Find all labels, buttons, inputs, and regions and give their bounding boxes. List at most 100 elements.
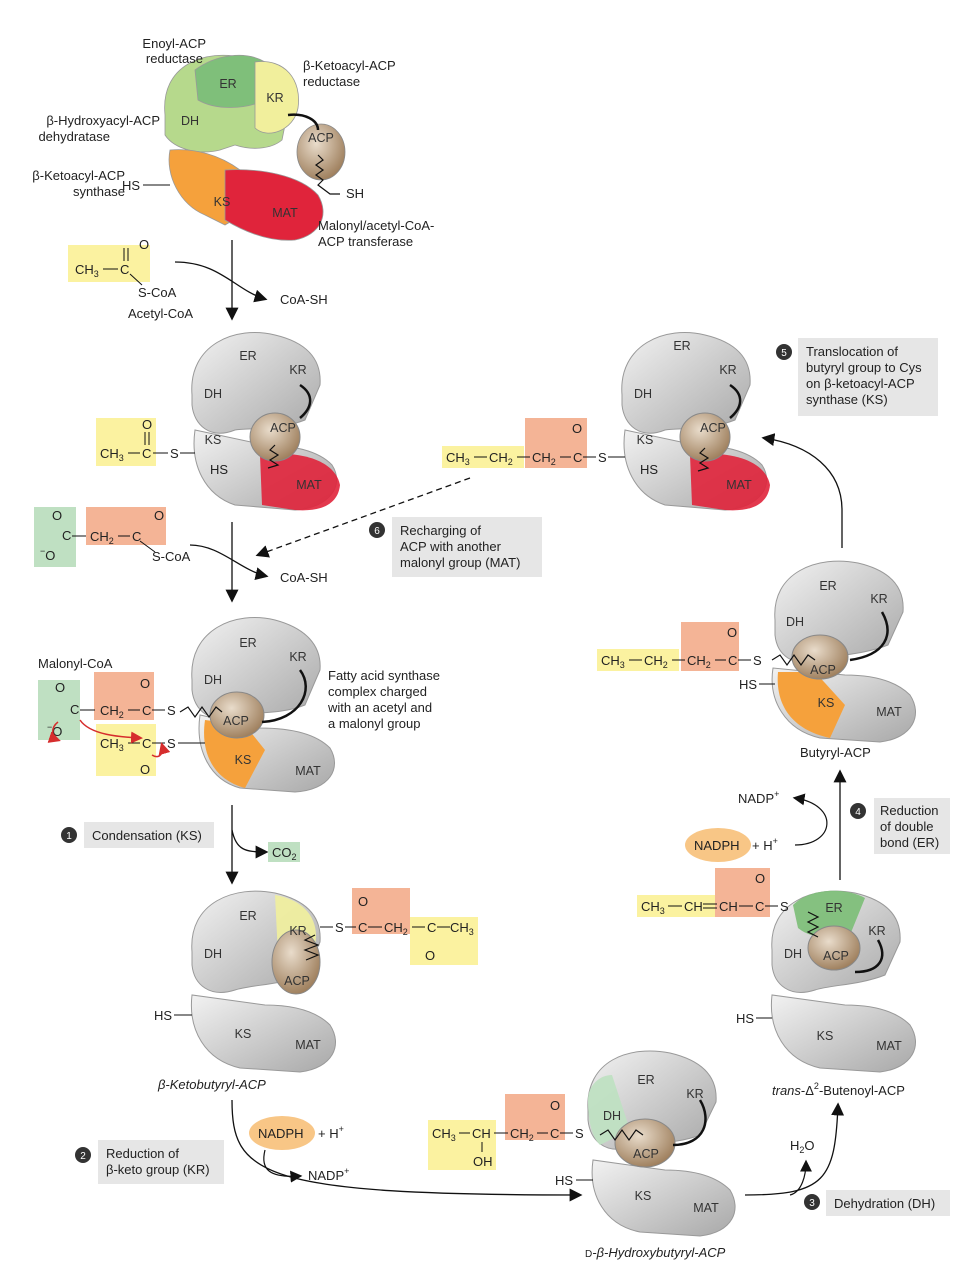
mal-o-top: O [52, 508, 62, 523]
domain-mat-label: MAT [272, 206, 298, 220]
step-4-line-2: of double [880, 819, 934, 834]
h-plus-1: + H+ [318, 1124, 344, 1141]
e4-o2: O [425, 948, 435, 963]
e8-ch2a: CH2 [489, 450, 513, 467]
e4-kr: KR [289, 924, 306, 938]
mal-o2: O [154, 508, 164, 523]
e7-kr: KR [870, 592, 887, 606]
step-2: NADPH + H+ NADP+ 2 Reduction of β-keto g… [75, 1099, 583, 1202]
acetyl-coa-entry: CH3 C O S-CoA Acetyl-CoA CoA-SH [68, 237, 328, 321]
step-5: 5 Translocation of butyryl group to Cys … [776, 338, 938, 416]
e8-dh: DH [634, 387, 652, 401]
mal-scoa: S-CoA [152, 549, 191, 564]
e6-ch3: CH3 [641, 899, 665, 916]
step-1: CO2 1 Condensation (KS) [61, 805, 300, 885]
e5-oh: OH [473, 1154, 493, 1169]
step-5-line-3: on β-ketoacyl-ACP [806, 376, 915, 391]
nadp-1: NADP+ [308, 1166, 349, 1183]
e8-s: S [598, 450, 607, 465]
step-1-label: Condensation (KS) [92, 828, 202, 843]
e8-acp: ACP [700, 421, 726, 435]
e7-hs: HS [739, 677, 757, 692]
e8-kr: KR [719, 363, 736, 377]
e2-er: ER [239, 349, 256, 363]
dh-name-2: dehydratase [38, 129, 110, 144]
e3-s1: S [167, 703, 176, 718]
e3-o1: O [55, 680, 65, 695]
step-4-num: 4 [855, 807, 861, 818]
e4-dh: DH [204, 947, 222, 961]
h-plus-2: + H+ [752, 836, 778, 853]
e5-o: O [550, 1098, 560, 1113]
butenoyl-label: trans-Δ2-Butenoyl-ACP [772, 1081, 905, 1098]
e6-ch2: CH [719, 899, 738, 914]
step-3-label: Dehydration (DH) [834, 1196, 935, 1211]
e5-c: C [550, 1126, 559, 1141]
nadp-2: NADP+ [738, 789, 779, 806]
coa-sh-label-2: CoA-SH [280, 570, 328, 585]
e5-kr: KR [686, 1087, 703, 1101]
e7-ch2a: CH2 [644, 653, 668, 670]
domain-ks-label: KS [214, 195, 231, 209]
ks-name-2: synthase [73, 184, 125, 199]
step-4-line-1: Reduction [880, 803, 939, 818]
e2-kr: KR [289, 363, 306, 377]
e3-ch3: CH3 [100, 736, 124, 753]
e3-c1: C [70, 702, 79, 717]
e4-mat: MAT [295, 1038, 321, 1052]
e5-ks: KS [635, 1189, 652, 1203]
e8-hs: HS [640, 462, 658, 477]
e5-ch2: CH2 [510, 1126, 534, 1143]
e6-c: C [755, 899, 764, 914]
e7-ch2b: CH2 [687, 653, 711, 670]
e4-ks: KS [235, 1027, 252, 1041]
e8-mat: MAT [726, 478, 752, 492]
butyryl-label: Butyryl-ACP [800, 745, 871, 760]
enzyme-hydroxybutyryl: ER KR DH ACP KS MAT HS CH3 CH OH CH2 C O… [428, 1050, 736, 1260]
step-2-line-1: Reduction of [106, 1146, 179, 1161]
e8-ks: KS [637, 433, 654, 447]
e4-acp: ACP [284, 974, 310, 988]
e2-ch3: CH3 [100, 446, 124, 463]
mal-c1: C [62, 528, 71, 543]
step-1-num: 1 [66, 831, 72, 842]
e8-o: O [572, 421, 582, 436]
e3-ks: KS [235, 753, 252, 767]
e3-acp: ACP [223, 714, 249, 728]
e4-hs: HS [154, 1008, 172, 1023]
e5-er: ER [637, 1073, 654, 1087]
e2-mat: MAT [296, 478, 322, 492]
acetyl-c: C [120, 262, 129, 277]
e3-er: ER [239, 636, 256, 650]
e6-dh: DH [784, 947, 802, 961]
e4-ch2: CH2 [384, 920, 408, 937]
e5-ch3: CH3 [432, 1126, 456, 1143]
e7-o: O [727, 625, 737, 640]
e6-ks: KS [817, 1029, 834, 1043]
e3-o2: O [140, 676, 150, 691]
e5-hs: HS [555, 1173, 573, 1188]
nadph-1: NADPH [258, 1126, 304, 1141]
e8-c: C [573, 450, 582, 465]
enzyme-ketobutyryl: ER KR DH ACP KS MAT HS S C O CH2 C O CH3… [154, 888, 478, 1092]
e3-c2: C [142, 703, 151, 718]
e2-c: C [142, 446, 151, 461]
mat-name-1: Malonyl/acetyl-CoA- [318, 218, 434, 233]
malonyl-coa-entry: O C −O CH2 C O S-CoA CoA-SH [34, 477, 471, 603]
e2-o: O [142, 417, 152, 432]
step-4-line-3: bond (ER) [880, 835, 939, 850]
e6-hs: HS [736, 1011, 754, 1026]
dh-name-1: β-Hydroxyacyl-ACP [46, 113, 160, 128]
e7-mat: MAT [876, 705, 902, 719]
acetyl-scoa: S-CoA [138, 285, 177, 300]
e3-mat: MAT [295, 764, 321, 778]
e3-c3: C [142, 736, 151, 751]
step-6-num: 6 [374, 526, 380, 537]
hydroxybutyryl-label: D-β-Hydroxybutyryl-ACP [585, 1245, 726, 1260]
step-5-num: 5 [781, 348, 787, 359]
step-5-line-4: synthase (KS) [806, 392, 888, 407]
ketobutyryl-label: β-Ketobutyryl-ACP [157, 1077, 266, 1092]
enzyme-butyryl: ER KR DH ACP KS MAT HS CH3 CH2 CH2 C O S… [597, 560, 916, 760]
e4-ch3: CH3 [450, 920, 474, 937]
e7-ch3: CH3 [601, 653, 625, 670]
